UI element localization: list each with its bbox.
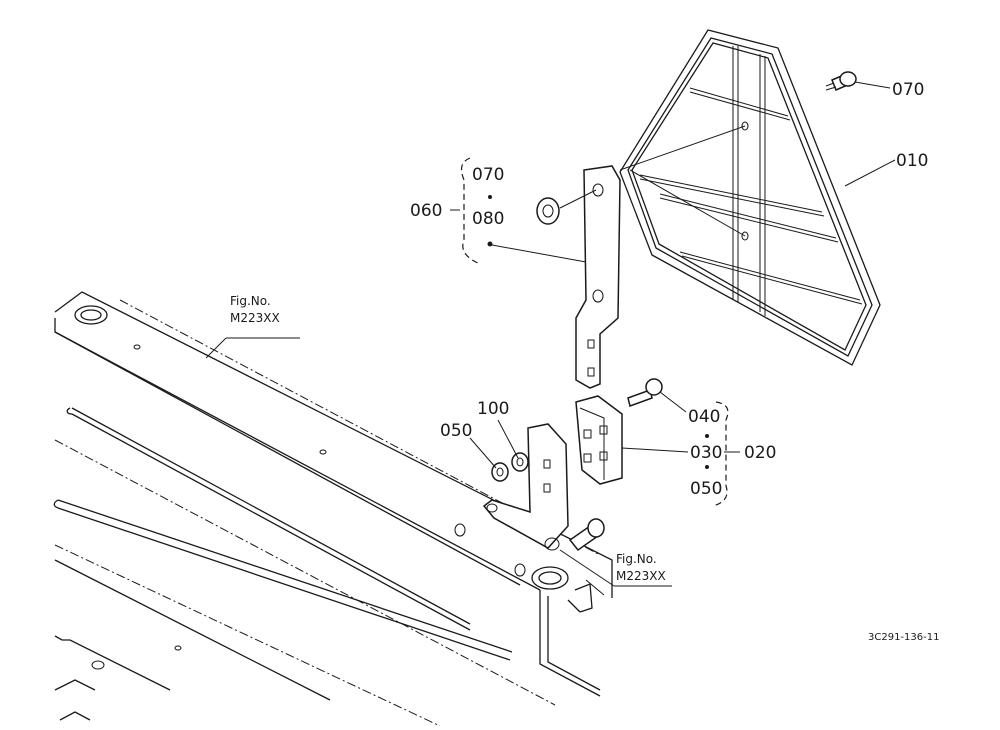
machine-frame <box>53 291 613 727</box>
hinge-plate <box>482 423 569 551</box>
lower-bolt <box>514 518 605 577</box>
fig-ref-bottom-line2: M223XX <box>616 569 666 583</box>
label-080: 080 <box>472 209 504 229</box>
grille-guard-010 <box>619 29 881 366</box>
hinge-assembly-020 <box>575 395 623 485</box>
group-bracket-020 <box>711 401 729 507</box>
label-030: 030 <box>690 443 722 463</box>
fig-ref-top-line2: M223XX <box>230 311 280 325</box>
fig-ref-bottom-line1: Fig.No. <box>616 552 657 566</box>
label-020: 020 <box>744 443 776 463</box>
fig-ref-top-line1: Fig.No. <box>230 294 271 308</box>
washer-100 <box>511 452 529 472</box>
bolt-040 <box>627 378 663 407</box>
label-070-top: 070 <box>892 80 924 100</box>
leader-lines <box>205 81 896 596</box>
label-010: 010 <box>896 151 928 171</box>
bracket-060 <box>575 165 621 389</box>
label-050-left: 050 <box>440 421 472 441</box>
label-040: 040 <box>688 407 720 427</box>
label-070-group: 070 <box>472 165 504 185</box>
bolt-070-top <box>825 71 857 91</box>
label-050-group: 050 <box>690 479 722 499</box>
drawing-code: 3C291-136-11 <box>868 632 939 643</box>
spacer-080 <box>536 197 560 225</box>
label-060: 060 <box>410 201 442 221</box>
label-100: 100 <box>477 399 509 419</box>
